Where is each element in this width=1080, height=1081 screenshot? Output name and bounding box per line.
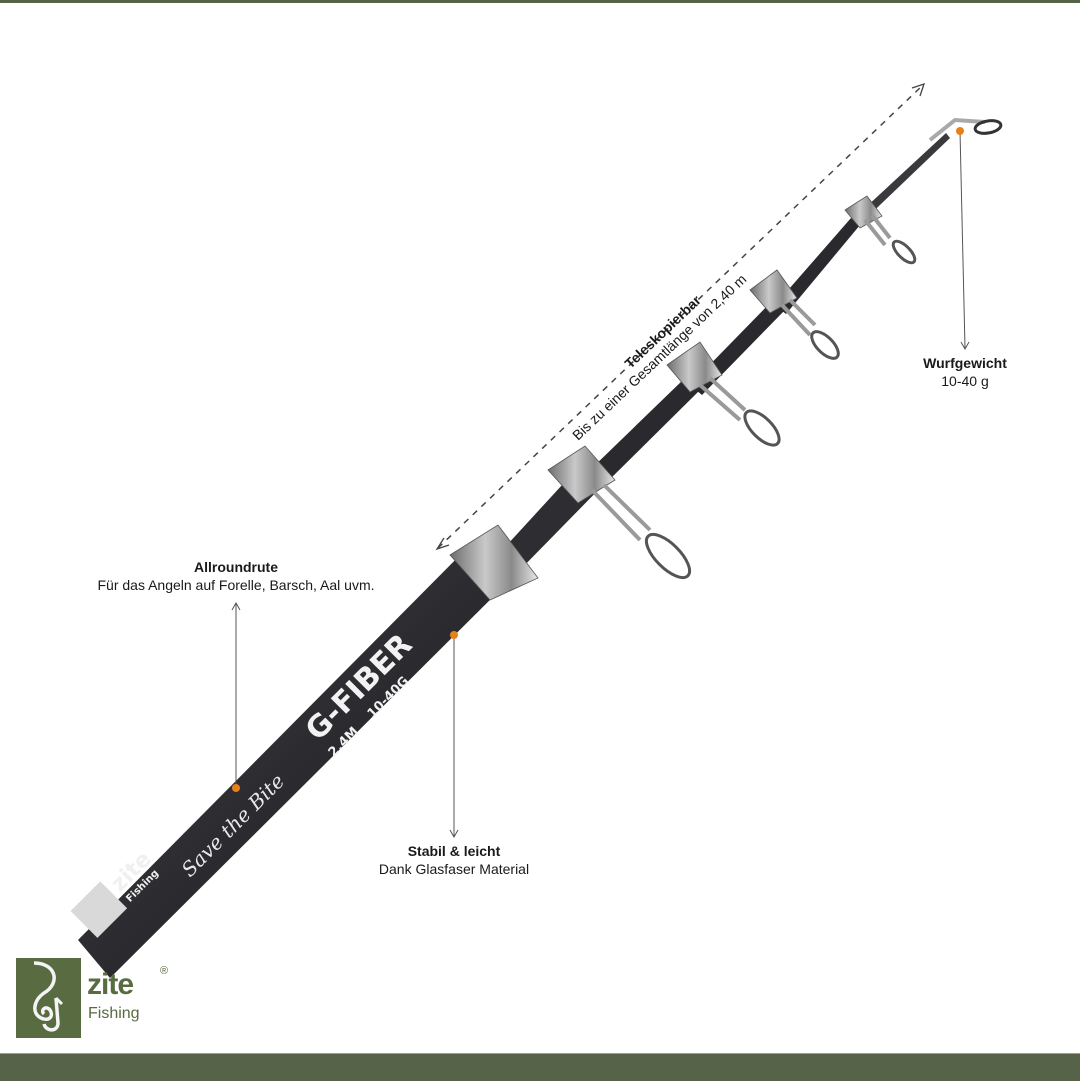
length-dimension-line (435, 82, 926, 551)
top-frame-bar (0, 0, 1080, 3)
allround-pin-icon (232, 784, 240, 792)
casting-weight-title: Wurfgewicht (923, 355, 1007, 371)
logo-sub: Fishing (88, 1005, 140, 1022)
casting-weight-subtitle: 10-40 g (941, 373, 989, 389)
stable-title: Stabil & leicht (407, 843, 501, 859)
casting-weight-pin-icon (956, 127, 964, 135)
ferrule-rings (449, 195, 883, 601)
hook-logo-icon (16, 958, 81, 1038)
stable-pin-icon (450, 631, 458, 639)
rod-printing: G-FIBER 2.4M 10-40G (299, 627, 419, 760)
allround-annotation: Allroundrute Für das Angeln auf Forelle,… (66, 559, 406, 594)
line-guides (590, 117, 1003, 580)
allround-title: Allroundrute (194, 559, 278, 575)
callout-allround (231, 601, 241, 792)
bottom-frame-bar (0, 1053, 1080, 1081)
stable-subtitle: Dank Glasfaser Material (378, 861, 530, 877)
logo-name: zite (87, 968, 134, 1001)
callout-casting-weight (956, 127, 970, 351)
registered-mark: ® (160, 965, 169, 977)
casting-weight-annotation: Wurfgewicht 10-40 g (900, 355, 1030, 390)
rod-brand-badge (70, 881, 128, 938)
callout-stable (449, 631, 459, 839)
brand-logo: zite ® Fishing (16, 958, 168, 1040)
allround-subtitle: Für das Angeln auf Forelle, Barsch, Aal … (97, 577, 375, 593)
stable-annotation: Stabil & leicht Dank Glasfaser Material (364, 843, 544, 878)
